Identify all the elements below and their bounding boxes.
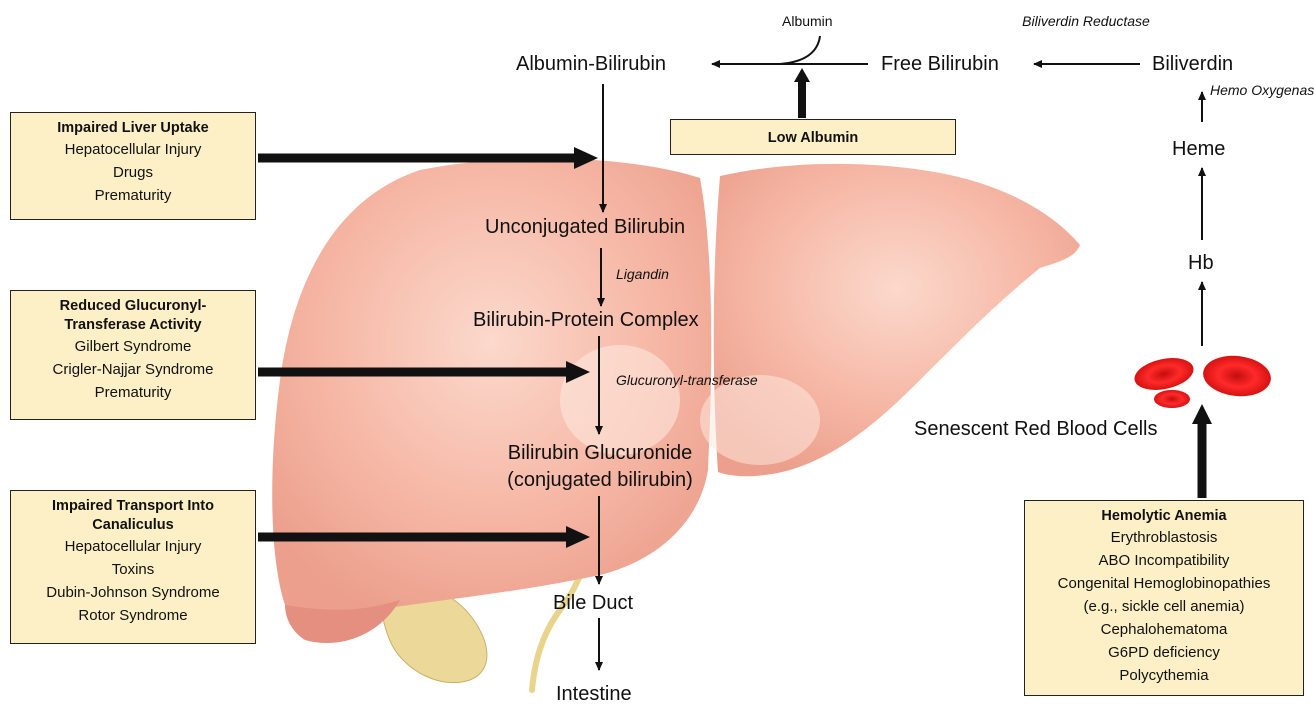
reduced-glucuronyl-box: Reduced Glucuronyl- Transferase Activity…	[10, 290, 256, 420]
biliverdin-reductase-label: Biliverdin Reductase	[1022, 13, 1150, 29]
impaired-uptake-box: Impaired Liver Uptake Hepatocellular Inj…	[10, 112, 256, 220]
hemolytic-anemia-box: Hemolytic Anemia Erythroblastosis ABO In…	[1024, 500, 1304, 696]
bile-duct-label: Bile Duct	[553, 592, 633, 615]
senescent-rbc-label: Senescent Red Blood Cells	[914, 418, 1157, 441]
red-blood-cells	[1132, 353, 1273, 408]
albumin-join-curve	[780, 36, 820, 64]
bilirubin-glucuronide-label: Bilirubin Glucuronide (conjugated biliru…	[507, 440, 693, 494]
heme-label: Heme	[1172, 138, 1225, 161]
biliverdin-label: Biliverdin	[1152, 53, 1233, 76]
impaired-transport-box: Impaired Transport Into Canaliculus Hepa…	[10, 490, 256, 644]
bilirubin-protein-complex-label: Bilirubin-Protein Complex	[473, 309, 699, 332]
albumin-bilirubin-label: Albumin-Bilirubin	[516, 53, 666, 76]
glucuronyl-transferase-label: Glucuronyl-transferase	[616, 372, 758, 388]
hemo-oxygenase-label: Hemo Oxygenase	[1210, 82, 1314, 98]
free-bilirubin-label: Free Bilirubin	[881, 53, 999, 76]
ligandin-label: Ligandin	[616, 266, 669, 282]
hb-label: Hb	[1188, 252, 1214, 275]
albumin-label: Albumin	[782, 13, 833, 29]
low-albumin-box: Low Albumin	[670, 119, 956, 155]
unconjugated-bilirubin-label: Unconjugated Bilirubin	[485, 216, 685, 239]
intestine-label: Intestine	[556, 683, 632, 706]
